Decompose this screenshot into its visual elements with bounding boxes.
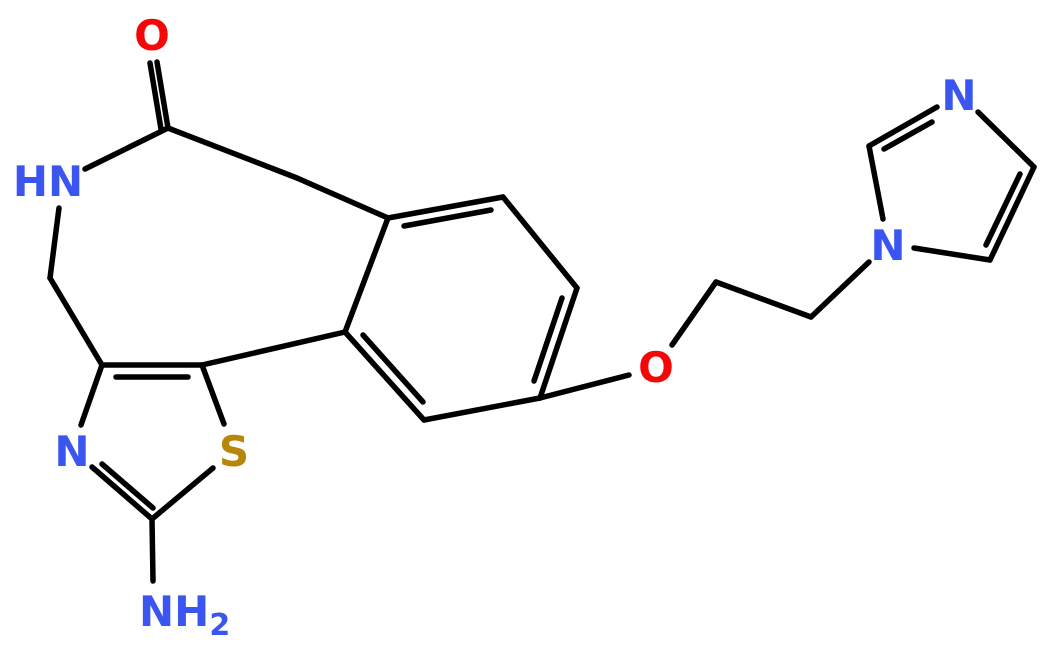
bond-imidazole-C2=N3-main <box>866 104 940 149</box>
bond-thiazole-N3=C2-main <box>89 464 155 522</box>
atom-label-N-imidazole-3: N <box>941 71 976 120</box>
bond-thiazole-N3=C2-inner <box>99 461 156 511</box>
bond-carbonyl-C=O-main <box>154 59 171 131</box>
bond-S-thiazoleC5 <box>199 362 227 427</box>
bond-phenyl-C4=C5-main <box>537 285 580 401</box>
bond-phenyl-C6=C1-inner <box>360 332 426 405</box>
bond-thiazoleC5-phenylC1 <box>199 329 348 368</box>
bond-carbonylC-amideN <box>82 125 171 172</box>
atom-label-N-amide: HN <box>13 157 83 206</box>
atom-label-layer: O HN N S NH2 O N N <box>13 11 977 643</box>
bond-imidazoleN1-C2 <box>866 143 886 222</box>
atom-label-N-amine: NH2 <box>139 587 230 643</box>
atom-label-O-carbonyl: O <box>134 11 170 60</box>
bond-thiazoleC2-S <box>149 465 216 522</box>
bond-imidazole-C4=C5-inner <box>983 171 1023 248</box>
bond-thiazoleC4-N3 <box>78 362 105 428</box>
bond-phenyl-C5-C6 <box>421 395 543 423</box>
bond-carbonylC-benzylCH2 <box>165 125 300 181</box>
atom-label-S-thiazole: S <box>219 427 249 476</box>
bond-etherO-CH2a <box>669 279 719 348</box>
bond-imidazole-C4=C5-main <box>987 164 1037 263</box>
bond-phenyl-C3-C4 <box>500 194 580 291</box>
bond-phenylC5-etherO <box>537 372 632 401</box>
atom-label-O-ether: O <box>638 343 674 392</box>
bond-phenyl-C2=C3-inner <box>401 207 494 229</box>
bond-imidazoleC5-N1 <box>911 245 993 263</box>
bond-thiazoleC2-NH2 <box>149 516 156 584</box>
bond-CH2-thiazoleC4 <box>47 275 105 368</box>
bond-imidazoleN3-C4 <box>975 109 1037 170</box>
bond-layer <box>47 59 1037 584</box>
bond-phenyl-C6=C1-main <box>342 329 427 423</box>
bond-amideN-CH2 <box>47 205 62 281</box>
bond-carbonyl-C=O-second <box>147 60 164 132</box>
bond-phenyl-C1-C2 <box>342 215 391 335</box>
bond-CH2b-imidazoleN1 <box>808 259 872 320</box>
atom-label-N-thiazole: N <box>54 427 89 476</box>
bond-CH2a-CH2b <box>713 279 814 320</box>
bond-benzylCH2-phenylC2 <box>294 175 391 221</box>
bond-imidazole-C2=N3-inner <box>881 119 935 152</box>
bond-phenyl-C2=C3-main <box>385 194 506 221</box>
bond-phenyl-C4=C5-inner <box>531 295 565 384</box>
atom-label-N-imidazole-1: N <box>870 221 905 270</box>
